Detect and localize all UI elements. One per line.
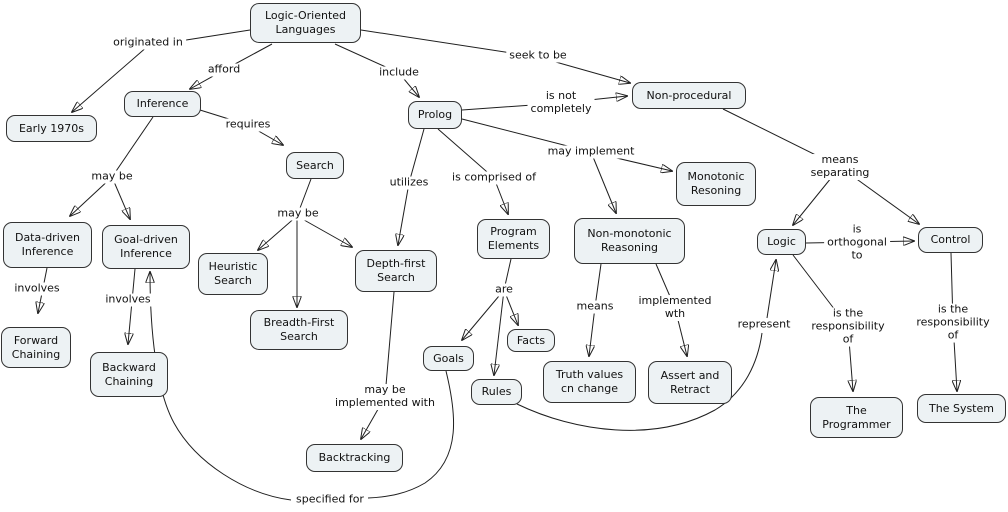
edge-goals-specified-for (367, 370, 455, 499)
edge-label-is-comprised-of[interactable]: is comprised of (449, 171, 539, 185)
edge-are-goals (462, 258, 512, 340)
edge-may-be-implemented-with (361, 291, 395, 439)
edge-specified-for-goal-driven (150, 272, 292, 501)
node-breadth-first-search[interactable]: Breadth-First Search (250, 310, 348, 350)
edge-label-is-the-responsibility-of-1[interactable]: is the responsibility of (808, 307, 888, 347)
edge-label-is-orthogonal-to[interactable]: is orthogonal to (824, 223, 890, 263)
node-monotonic-resoning[interactable]: Monotonic Resoning (676, 162, 756, 206)
node-logic-oriented-languages[interactable]: Logic-Oriented Languages (250, 3, 361, 43)
node-rules[interactable]: Rules (471, 379, 522, 405)
node-backtracking[interactable]: Backtracking (306, 444, 403, 472)
node-prolog[interactable]: Prolog (408, 101, 462, 129)
edge-label-implemented-wth[interactable]: implemented wth (635, 294, 715, 321)
edge-may-implement-nonmonotonic (590, 151, 616, 213)
node-facts[interactable]: Facts (507, 329, 555, 352)
edge-label-may-be-2[interactable]: may be (274, 207, 322, 221)
edge-represent-logic (766, 260, 776, 319)
edge-label-seek-to-be[interactable]: seek to be (506, 49, 570, 63)
node-logic[interactable]: Logic (757, 229, 806, 255)
edge-label-is-not-completely[interactable]: is not completely (527, 89, 595, 116)
edge-label-requires[interactable]: requires (222, 118, 274, 132)
node-the-system[interactable]: The System (917, 394, 1006, 423)
node-backward-chaining[interactable]: Backward Chaining (90, 352, 168, 397)
edge-label-is-the-responsibility-of-2[interactable]: is the responsibility of (913, 303, 993, 343)
edge-label-involves-2[interactable]: involves (102, 293, 154, 307)
edge-label-means-separating[interactable]: means separating (807, 153, 873, 180)
node-assert-and-retract[interactable]: Assert and Retract (648, 361, 732, 404)
node-data-driven-inference[interactable]: Data-driven Inference (3, 222, 92, 268)
edge-label-originated-in[interactable]: originated in (110, 36, 186, 50)
node-early-1970s[interactable]: Early 1970s (6, 115, 97, 142)
edge-label-utilizes[interactable]: utilizes (386, 176, 432, 190)
node-forward-chaining[interactable]: Forward Chaining (1, 327, 71, 368)
node-non-monotonic-reasoning[interactable]: Non-monotonic Reasoning (574, 218, 685, 264)
edge-label-may-be-1[interactable]: may be (88, 170, 136, 184)
node-goal-driven-inference[interactable]: Goal-driven Inference (102, 225, 190, 269)
node-depth-first-search[interactable]: Depth-first Search (355, 250, 437, 292)
edge-rules-represent (516, 332, 763, 431)
node-goals[interactable]: Goals (423, 346, 474, 371)
edge-label-afford[interactable]: afford (204, 63, 244, 77)
node-the-programmer[interactable]: The Programmer (810, 397, 903, 438)
edge-label-include[interactable]: include (376, 66, 422, 80)
edge-involves-backward (128, 268, 136, 344)
edge-label-means[interactable]: means (573, 300, 617, 314)
edge-label-involves-1[interactable]: involves (11, 282, 63, 296)
edge-label-are[interactable]: are (492, 283, 516, 297)
node-heuristic-search[interactable]: Heuristic Search (198, 253, 268, 295)
node-inference[interactable]: Inference (124, 91, 201, 117)
edge-label-may-be-implemented-with[interactable]: may be implemented with (332, 383, 438, 410)
node-control[interactable]: Control (918, 227, 983, 253)
edge-label-represent[interactable]: represent (734, 318, 794, 332)
node-search[interactable]: Search (286, 152, 344, 179)
edge-label-specified-for[interactable]: specified for (293, 493, 367, 507)
edge-may-be-depth (296, 215, 352, 247)
edge-may-be-goal-driven (111, 176, 130, 219)
edge-label-may-implement[interactable]: may implement (544, 145, 638, 159)
node-truth-values-cn-change[interactable]: Truth values cn change (543, 361, 636, 403)
edge-are-rules (494, 289, 505, 375)
node-non-procedural[interactable]: Non-procedural (632, 82, 746, 109)
node-program-elements[interactable]: Program Elements (477, 219, 550, 259)
